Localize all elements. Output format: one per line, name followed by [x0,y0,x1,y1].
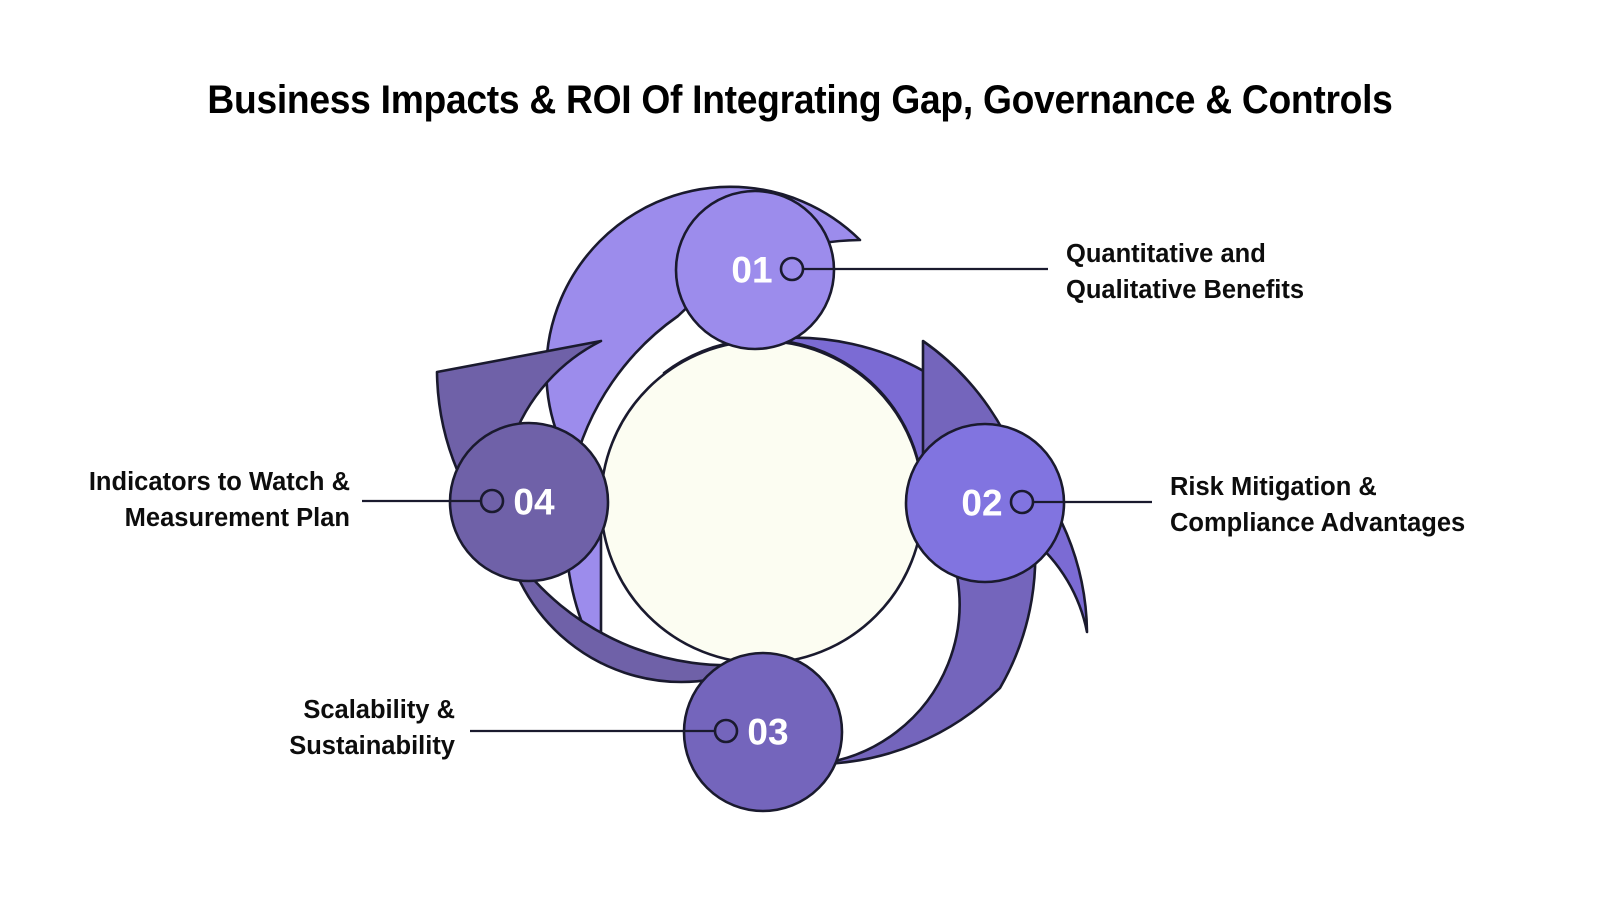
step-02-group[interactable]: 02 [904,422,1152,584]
step-03-connector-dot [713,718,739,744]
step-04-group[interactable]: 04 [362,421,610,583]
page-title: Business Impacts & ROI Of Integrating Ga… [207,78,1393,122]
step-03-label-line-2: Sustainability [289,732,455,760]
step-02-label-line-1: Risk Mitigation & [1170,473,1377,501]
step-04-connector-dot [479,488,505,514]
step-01-label-line-1: Quantitative and [1066,240,1266,268]
step-01-number: 01 [731,250,772,291]
step-03-label-line-1: Scalability & [303,696,455,724]
step-03-number: 03 [747,712,788,753]
step-04-number: 04 [513,482,555,523]
step-01-group[interactable]: 01 [674,189,1048,351]
step-01-label-line-2: Qualitative Benefits [1066,276,1305,304]
step-02-label-line-2: Compliance Advantages [1170,509,1466,537]
step-04-label-line-2: Measurement Plan [124,504,350,532]
step-04-label: Indicators to Watch & Measurement Plan [89,464,350,536]
step-02-number: 02 [961,483,1002,524]
center-circle [599,339,925,665]
step-01-label: Quantitative and Qualitative Benefits [1066,236,1304,308]
step-03-group[interactable]: 03 [470,651,844,813]
step-02-label: Risk Mitigation & Compliance Advantages [1170,469,1465,541]
step-03-label: Scalability & Sustainability [289,692,455,764]
step-02-connector-dot [1009,489,1035,515]
step-04-label-line-1: Indicators to Watch & [88,468,350,496]
step-01-connector-dot [779,256,805,282]
